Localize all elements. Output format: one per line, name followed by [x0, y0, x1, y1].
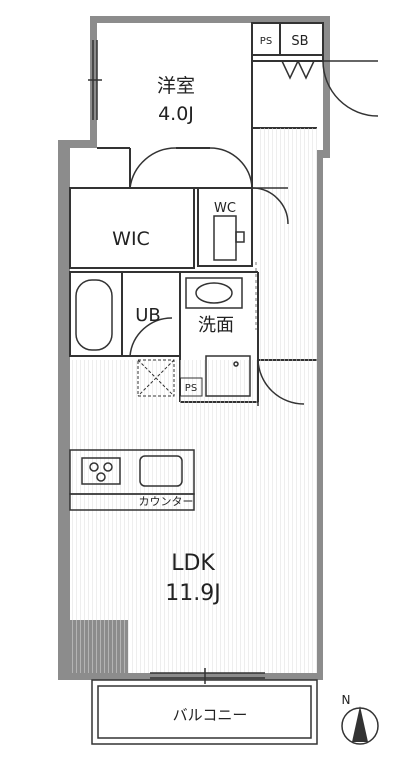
washbasin	[185, 277, 243, 309]
hallway-floor	[258, 128, 317, 360]
washing-machine-pan	[205, 355, 251, 397]
western-room-name: 洋室	[157, 75, 195, 97]
balcony-label: バルコニー	[173, 706, 248, 724]
storage-x	[137, 359, 175, 397]
toilet	[213, 215, 245, 261]
ldk-floor	[70, 360, 317, 673]
wic-label: WIC	[112, 228, 150, 250]
balcony	[91, 679, 318, 745]
north-compass	[341, 706, 379, 745]
windows	[88, 40, 265, 684]
doors	[129, 60, 379, 406]
wc-label: WC	[214, 201, 236, 216]
ps-label-mid: PS	[185, 383, 197, 394]
western-room-size: 4.0J	[158, 103, 194, 125]
washroom-label: 洗面	[198, 315, 234, 336]
structural-column-top	[58, 140, 70, 200]
ub-label: UB	[135, 305, 161, 326]
compass-north-label: N	[342, 693, 351, 707]
sb-label: SB	[291, 34, 308, 49]
bathtub	[75, 279, 113, 351]
stove	[81, 457, 121, 485]
kitchen-sink	[139, 455, 183, 487]
ps-label-top: PS	[260, 36, 272, 47]
counter-label: カウンター	[139, 495, 194, 508]
ldk-room-size: 11.9J	[165, 581, 220, 606]
ldk-room-name: LDK	[171, 551, 215, 576]
kitchen-counter	[69, 449, 195, 511]
